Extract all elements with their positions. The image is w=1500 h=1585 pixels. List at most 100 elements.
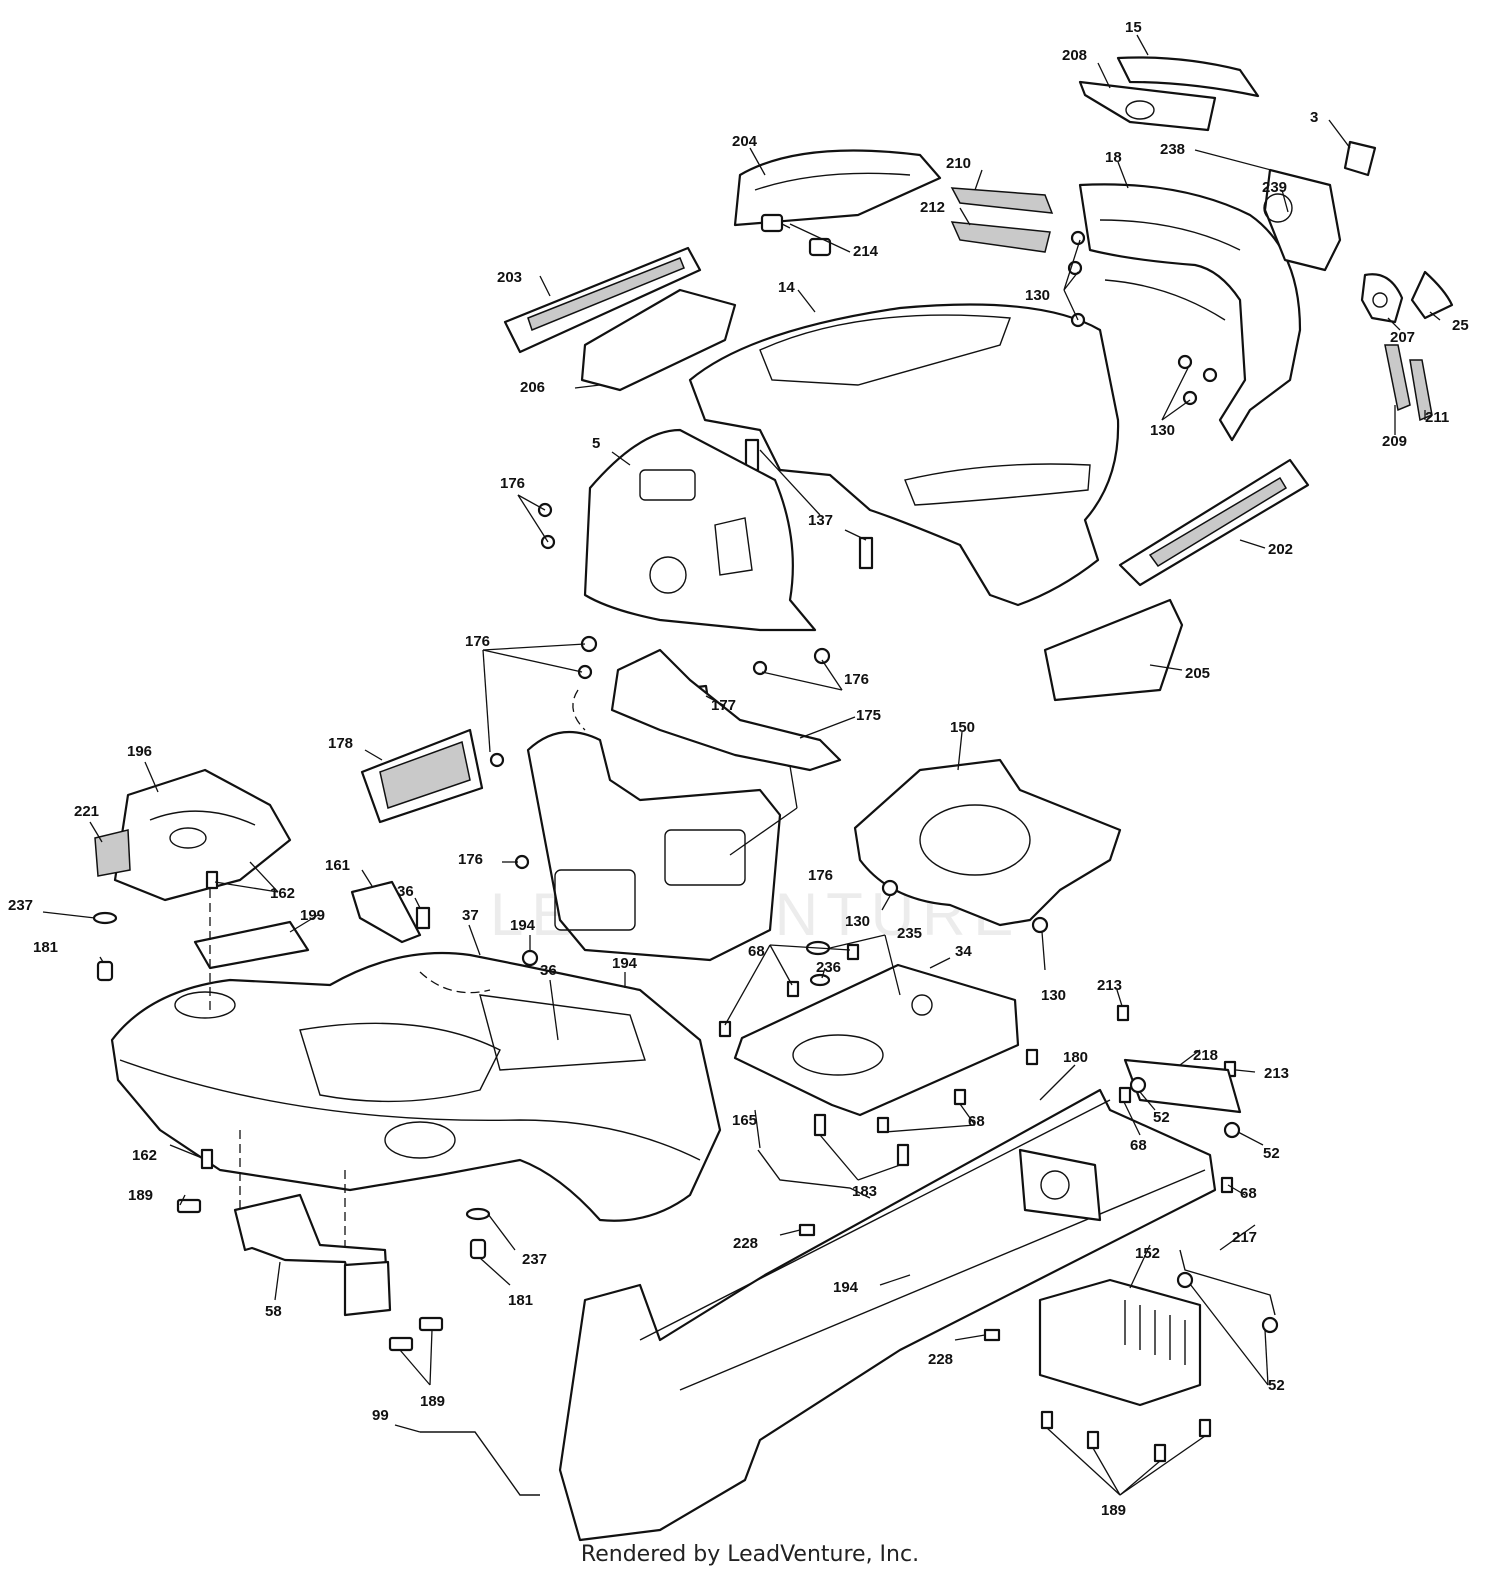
callout-237-b: 237 xyxy=(522,1251,547,1268)
part-161-shape xyxy=(350,880,422,944)
callout-228-a: 228 xyxy=(733,1235,758,1252)
callout-68-c: 68 xyxy=(968,1113,985,1130)
callout-175: 175 xyxy=(856,707,881,724)
part-194-a xyxy=(521,949,539,967)
callout-196: 196 xyxy=(127,743,152,760)
callout-152: 152 xyxy=(1135,1245,1160,1262)
callout-180: 180 xyxy=(1063,1049,1088,1066)
part-207-shape xyxy=(1360,273,1404,324)
part-237-b xyxy=(465,1207,491,1221)
callout-130-a: 130 xyxy=(1025,287,1050,304)
callout-177: 177 xyxy=(711,697,736,714)
part-18-shape xyxy=(1078,183,1302,442)
part-15-shape xyxy=(1116,56,1260,98)
callout-212: 212 xyxy=(920,199,945,216)
callout-18: 18 xyxy=(1105,149,1122,166)
part-189-c xyxy=(388,1336,414,1352)
callout-3: 3 xyxy=(1310,109,1318,126)
part-213-a xyxy=(1116,1004,1130,1022)
callout-194-c: 194 xyxy=(833,1279,859,1296)
part-183-b xyxy=(896,1143,910,1167)
callout-68-a: 68 xyxy=(748,943,765,960)
callout-218: 218 xyxy=(1193,1047,1218,1064)
callout-194-a: 194 xyxy=(510,917,536,934)
part-52-b xyxy=(1223,1121,1241,1139)
callout-213-a: 213 xyxy=(1097,977,1122,994)
callout-204: 204 xyxy=(732,133,758,150)
callout-207: 207 xyxy=(1390,329,1415,346)
part-205-shape xyxy=(1043,598,1184,702)
callout-238: 238 xyxy=(1160,141,1185,158)
part-196-shape xyxy=(113,768,292,902)
callout-239: 239 xyxy=(1262,179,1287,196)
callout-236: 236 xyxy=(816,959,841,976)
part-189-f xyxy=(1153,1443,1167,1463)
part-214-clip-b xyxy=(808,237,832,257)
part-36-a xyxy=(415,906,431,930)
callout-52-a: 52 xyxy=(1153,1109,1170,1126)
callout-176-b: 176 xyxy=(844,671,869,688)
callout-52-b: 52 xyxy=(1263,1145,1280,1162)
callout-176-a: 176 xyxy=(500,475,525,492)
callout-211: 211 xyxy=(1425,409,1449,426)
part-206-shape xyxy=(580,288,737,392)
callout-228-b: 228 xyxy=(928,1351,953,1368)
bolts-68 xyxy=(718,943,1234,1194)
part-209-shape xyxy=(1384,344,1411,412)
part-236 xyxy=(809,973,831,987)
callout-34: 34 xyxy=(955,943,972,960)
part-175-shape xyxy=(610,648,842,772)
callout-205: 205 xyxy=(1185,665,1210,682)
fender-parts xyxy=(92,768,919,1496)
callout-25: 25 xyxy=(1452,317,1469,334)
leader-lines xyxy=(42,34,1441,1496)
callout-15: 15 xyxy=(1125,19,1142,36)
callout-labels: 15 208 3 238 239 204 210 212 18 214 203 … xyxy=(8,19,1469,1519)
callout-189-c: 189 xyxy=(1101,1502,1126,1519)
callout-194-b: 194 xyxy=(612,955,638,972)
part-5-console xyxy=(583,428,817,632)
part-181-a xyxy=(96,960,114,982)
part-189-e xyxy=(1086,1430,1100,1450)
part-52-d xyxy=(1261,1316,1279,1334)
footer-credit: Rendered by LeadVenture, Inc. xyxy=(580,1542,920,1567)
part-37-fender xyxy=(110,951,722,1222)
callout-208: 208 xyxy=(1062,47,1087,64)
part-189-b xyxy=(418,1316,444,1332)
callout-137: 137 xyxy=(808,512,833,529)
callout-210: 210 xyxy=(946,155,971,172)
part-189-a xyxy=(176,1198,202,1214)
console-parts xyxy=(360,428,1122,962)
part-204-shape xyxy=(733,149,942,227)
callout-214: 214 xyxy=(853,243,879,260)
callout-181-a: 181 xyxy=(33,939,58,956)
callout-237-a: 237 xyxy=(8,897,33,914)
part-152-slots xyxy=(1124,1300,1186,1365)
callout-176-e: 176 xyxy=(808,867,833,884)
callout-130-c: 130 xyxy=(845,913,870,930)
callout-183: 183 xyxy=(852,1183,877,1200)
part-189-g xyxy=(1198,1418,1212,1438)
callout-176-d: 176 xyxy=(458,851,483,868)
callout-52-c: 52 xyxy=(1268,1377,1285,1394)
part-189-d xyxy=(1040,1410,1054,1430)
part-183-a xyxy=(813,1113,827,1137)
part-211-shape xyxy=(1409,359,1433,422)
part-165-rod xyxy=(757,1149,871,1199)
callout-181-b: 181 xyxy=(508,1292,533,1309)
callout-161: 161 xyxy=(325,857,350,874)
callout-37: 37 xyxy=(462,907,479,924)
callout-99: 99 xyxy=(372,1407,389,1424)
part-34-plate xyxy=(733,963,1020,1117)
part-199-shape xyxy=(193,920,310,970)
callout-202: 202 xyxy=(1268,541,1293,558)
part-221-decal xyxy=(94,829,131,877)
part-217-rod xyxy=(1179,1249,1276,1316)
part-25-shape xyxy=(1410,270,1454,320)
screw-130-b xyxy=(1031,916,1049,934)
callout-130-d: 130 xyxy=(1041,987,1066,1004)
callout-213-b: 213 xyxy=(1264,1065,1289,1082)
callout-199: 199 xyxy=(300,907,325,924)
callout-206: 206 xyxy=(520,379,545,396)
